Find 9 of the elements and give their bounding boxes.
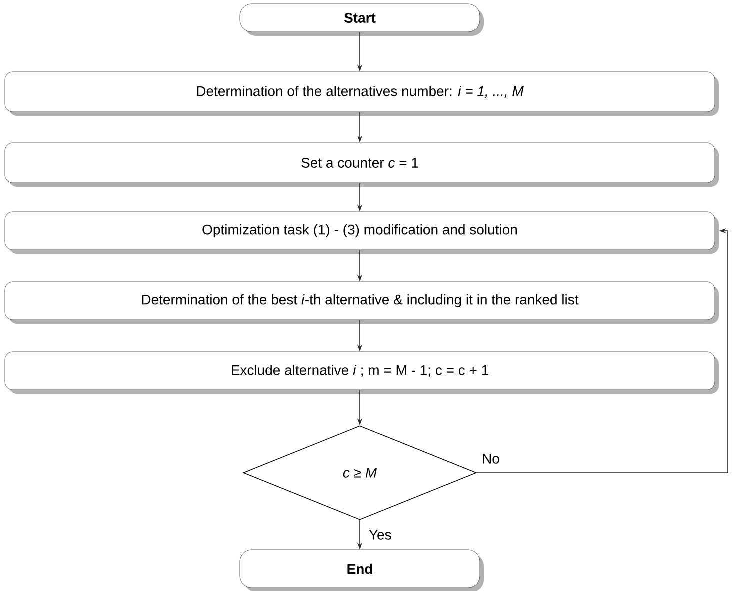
edge-label: Yes xyxy=(368,529,393,541)
terminal-box: End xyxy=(240,550,484,591)
edge-label: No xyxy=(481,453,501,465)
terminal-box: Start xyxy=(240,4,484,36)
process-box: Optimization task (1) - (3) modification and solution xyxy=(4,212,719,254)
process-box: Exclude alternative i ; m = M - 1; c = c + 1 xyxy=(4,352,719,394)
process-box: Set a counter c = 1 xyxy=(4,142,719,187)
process-box: Determination of the best i-th alternative & including it in the ranked list xyxy=(4,282,719,324)
process-box: Determination of the alternatives number: i = 1, ..., M xyxy=(4,72,719,116)
